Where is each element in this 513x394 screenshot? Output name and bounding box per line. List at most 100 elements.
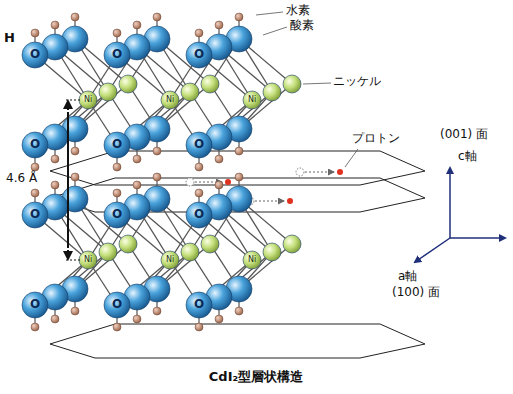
- axis-label: c軸: [458, 150, 477, 164]
- atom-symbol: O: [112, 298, 122, 312]
- oxygen-atom: [22, 202, 48, 228]
- nickel-atom: [79, 91, 97, 109]
- part-label: 水素: [286, 4, 310, 18]
- plane-label: (100) 面: [392, 286, 440, 300]
- hydrogen-atom: [195, 323, 203, 331]
- oxygen-atom: [22, 132, 48, 158]
- hydrogen-atom: [71, 13, 79, 21]
- hydrogen-atom: [153, 147, 161, 155]
- oxygen-atom: [186, 202, 212, 228]
- nickel-atom: [181, 243, 199, 261]
- atom-symbol: Ni: [166, 255, 174, 264]
- hydrogen-atom: [133, 155, 141, 163]
- atom-symbol: Ni: [248, 255, 256, 264]
- hydrogen-atom: [195, 189, 203, 197]
- hydrogen-atom: [215, 21, 223, 29]
- atom-symbol: O: [194, 48, 204, 62]
- nickel-atom: [161, 91, 179, 109]
- proton-hop-arrow: [255, 201, 284, 202]
- hydrogen-atom: [31, 323, 39, 331]
- hydrogen-atom: [51, 315, 59, 323]
- atom-symbol: H: [4, 31, 15, 46]
- oxygen-atom: [186, 292, 212, 318]
- atom-symbol: Ni: [84, 95, 92, 104]
- hydrogen-atom: [133, 21, 141, 29]
- atom-symbol: O: [194, 138, 204, 152]
- part-label: 酸素: [290, 19, 314, 33]
- axis-label: a軸: [398, 270, 417, 284]
- hydrogen-atom: [113, 163, 121, 171]
- proton-dot: [225, 179, 231, 185]
- hydrogen-atom: [235, 307, 243, 315]
- dimension-label: 4.6 Å: [6, 172, 37, 186]
- hydrogen-atom: [215, 181, 223, 189]
- atom-symbol: Ni: [84, 255, 92, 264]
- a-axis-arrow: [415, 238, 450, 262]
- part-label: プロトン: [352, 132, 400, 146]
- proton-old-site: [296, 168, 304, 176]
- hydrogen-atom: [113, 189, 121, 197]
- atom-symbol: O: [30, 208, 40, 222]
- hydrogen-atom: [195, 163, 203, 171]
- hydrogen-atom: [153, 13, 161, 21]
- hydrogen-atom: [113, 323, 121, 331]
- hydrogen-atom: [51, 21, 59, 29]
- proton-dot: [337, 169, 343, 175]
- hydrogen-atom: [31, 29, 39, 37]
- oxygen-atom: [104, 202, 130, 228]
- atom-symbol: O: [30, 138, 40, 152]
- atom-symbol: Ni: [166, 95, 174, 104]
- dimension-line: [67, 112, 69, 248]
- lattice-plane: [50, 151, 425, 185]
- nickel-atom: [263, 243, 281, 261]
- oxygen-atom: [104, 132, 130, 158]
- hydrogen-atom: [71, 173, 79, 181]
- plane-label: (001) 面: [440, 128, 488, 142]
- nickel-atom: [99, 243, 117, 261]
- hydrogen-atom: [153, 173, 161, 181]
- proton-dot: [287, 198, 293, 204]
- nickel-atom: [99, 83, 117, 101]
- leader-line: [263, 27, 287, 35]
- hydrogen-atom: [133, 181, 141, 189]
- part-label: ニッケル: [333, 75, 381, 89]
- hydrogen-atom: [51, 155, 59, 163]
- dimension-arrowhead: [67, 250, 69, 259]
- atom-symbol: O: [30, 298, 40, 312]
- leader-line: [345, 149, 358, 167]
- dotted-guide: [66, 259, 80, 260]
- hydrogen-atom: [51, 181, 59, 189]
- hydrogen-atom: [235, 173, 243, 181]
- hydrogen-atom: [215, 315, 223, 323]
- nickel-atom: [119, 235, 137, 253]
- nickel-atom: [181, 83, 199, 101]
- nickel-atom: [161, 251, 179, 269]
- hydrogen-atom: [31, 189, 39, 197]
- hydrogen-atom: [113, 29, 121, 37]
- atom-symbol: O: [194, 298, 204, 312]
- atom-symbol: Ni: [248, 95, 256, 104]
- lattice-plane: [50, 178, 425, 212]
- c-axis-arrow: [449, 168, 451, 238]
- oxygen-atom: [22, 42, 48, 68]
- dotted-guide: [66, 99, 80, 100]
- hydrogen-atom: [71, 307, 79, 315]
- leader-line: [256, 12, 283, 15]
- oxygen-atom: [186, 132, 212, 158]
- proton-old-site: [186, 178, 194, 186]
- atom-symbol: O: [112, 208, 122, 222]
- hydrogen-atom: [235, 147, 243, 155]
- atom-symbol: O: [194, 208, 204, 222]
- oxygen-atom: [104, 42, 130, 68]
- atom-symbol: O: [112, 48, 122, 62]
- caption: CdI₂型層状構造: [209, 370, 303, 385]
- oxygen-atom: [22, 292, 48, 318]
- nickel-atom: [283, 235, 301, 253]
- hydrogen-atom: [215, 155, 223, 163]
- nickel-atom: [243, 91, 261, 109]
- oxygen-atom: [186, 42, 212, 68]
- hydrogen-atom: [31, 163, 39, 171]
- hydrogen-atom: [153, 307, 161, 315]
- nickel-atom: [201, 235, 219, 253]
